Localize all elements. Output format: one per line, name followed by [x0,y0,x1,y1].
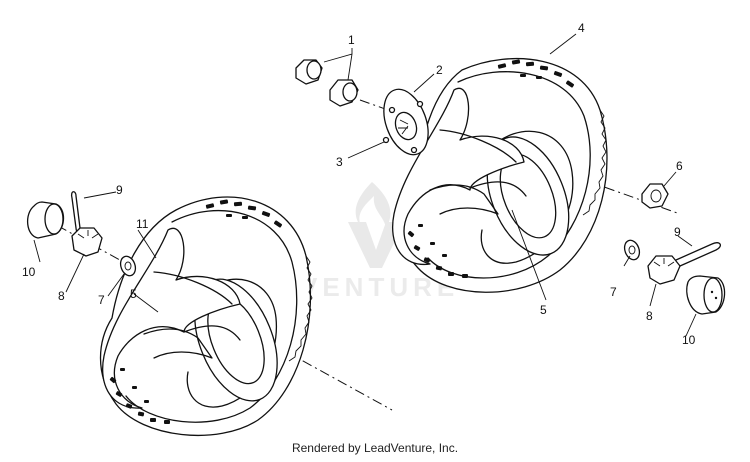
leader-6 [663,171,677,187]
leader-9-left [83,191,117,199]
leader-10-left [33,239,41,263]
leader-11 [137,229,157,259]
callout-3: 3 [336,155,343,169]
leader-7-left [107,273,125,297]
left-wheel-assembly [99,196,313,437]
callout-7-left: 7 [98,293,105,307]
hub-cap-right-mark [710,290,714,294]
hub-stud [388,106,396,114]
right-tire-sidewall [427,71,591,279]
callout-10-left: 10 [22,265,36,279]
v-watermark-icon [348,222,404,268]
hub-splines [398,119,409,135]
left-cutaway-edge [153,271,233,305]
hub-stud [416,100,424,108]
callout-8-left: 8 [58,289,65,303]
hub-stud [382,136,390,144]
hub-stud [410,146,418,154]
lug-nuts [295,59,359,107]
left-tread-lugs [109,199,283,424]
leader-1 [323,48,353,81]
leader-7-right [623,255,631,267]
castle-nut-left-slots [77,230,99,239]
callout-8-right: 8 [646,309,653,323]
left-tread-edge [288,255,313,362]
axle-nut-6 [641,183,669,209]
hub-cap-right-mark [714,296,718,300]
leader-2 [413,73,435,93]
callout-6: 6 [676,159,683,173]
right-wheel-assembly [392,57,608,293]
callout-1: 1 [348,33,355,47]
washer-left-hole [124,261,132,271]
left-cutaway-edge-2 [183,325,241,341]
left-small-parts [27,191,137,277]
callout-4: 4 [578,21,585,35]
cotter-pin-right [675,242,721,267]
callout-7-right: 7 [610,285,617,299]
right-cutaway-edge-2 [469,181,527,197]
callout-9-left: 9 [116,183,123,197]
left-tire-sidewall [125,209,298,423]
hub-center [394,111,418,141]
cotter-pin-left [70,191,82,234]
callout-9-right: 9 [674,225,681,239]
right-tread-lugs [407,59,575,278]
callout-5-right: 5 [540,303,547,317]
callout-10-right: 10 [682,333,696,347]
washer-right [623,239,641,261]
leader-5-left [133,293,159,313]
callout-5-left: 5 [130,287,137,301]
right-tire-cutaway [392,87,525,266]
washer-right-hole [628,245,636,255]
hub-cap-right-face [703,277,723,313]
castle-nut-right-slots [653,258,675,267]
right-tread-edge [582,109,607,216]
lug-nut-upper-face [306,60,322,80]
right-cutaway-edge [439,129,517,163]
lug-nut-lower-face [342,82,358,102]
leader-3 [347,141,385,159]
right-small-parts [623,183,726,315]
left-tire-cutaway [102,227,241,409]
hub-cap-left-face [44,203,64,235]
render-credit: Rendered by LeadVenture, Inc. [291,441,459,455]
leader-4 [549,33,577,55]
callouts: 1 2 3 4 5 5 6 7 7 8 8 9 9 10 10 11 [22,21,696,347]
right-hub [382,88,429,156]
leader-5-right [511,209,547,301]
flame-watermark-icon [355,182,391,228]
axle-nut-6-face [650,189,662,203]
leader-10-right [685,313,697,337]
washer-left [119,255,137,277]
leader-8-left [65,253,85,293]
leader-9-right [677,235,693,247]
leader-8-right [649,283,657,307]
castle-nut-left [71,227,103,257]
callout-11: 11 [136,217,149,231]
right-cutaway-ring [429,184,499,215]
left-cutaway-ring [143,328,213,359]
leader-lines [33,33,697,337]
callout-2: 2 [436,63,443,77]
